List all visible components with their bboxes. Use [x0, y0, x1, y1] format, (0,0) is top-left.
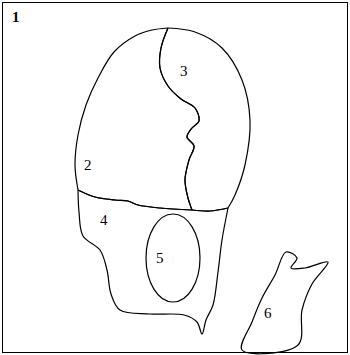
region-number: 3 [180, 64, 188, 79]
region-outline: 45 [74, 186, 230, 336]
region-number: 5 [156, 251, 164, 266]
region-outline [240, 250, 330, 352]
region-outline [158, 27, 252, 213]
region-outline: 3 [158, 27, 252, 213]
boundary-line [78, 190, 228, 334]
frame-region: 123456 [2, 2, 348, 353]
region-outline: 6 [240, 250, 330, 352]
boundary-line [75, 28, 168, 190]
region-outline [74, 186, 230, 336]
region-number: 6 [264, 306, 272, 321]
boundary-line [168, 28, 250, 208]
boundary-line [192, 208, 228, 211]
region-outline [74, 27, 204, 212]
boundary-line [192, 208, 228, 211]
oval-region: 5 [145, 213, 201, 303]
boundary-line [78, 190, 192, 210]
oval-outline [146, 214, 200, 302]
region-outline: 2 [74, 27, 204, 212]
boundary-line [241, 252, 328, 354]
boundary-line [159, 28, 199, 210]
boundary-line [159, 28, 199, 210]
region-number: 4 [100, 213, 108, 228]
region-number: 2 [84, 158, 92, 173]
boundary-line [78, 190, 192, 210]
oval-region [145, 213, 201, 303]
region-number: 1 [12, 10, 20, 25]
